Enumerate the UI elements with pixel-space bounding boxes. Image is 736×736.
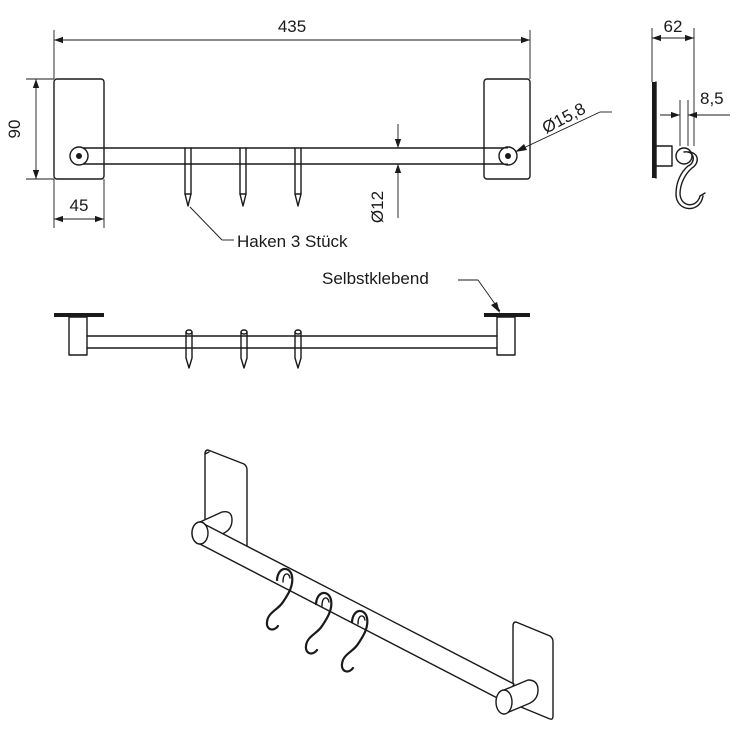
iso-hook-2 — [304, 591, 333, 655]
dim-offset-label: 8,5 — [700, 89, 724, 108]
iso-hook-3 — [340, 609, 369, 673]
side-hook — [675, 151, 704, 210]
right-mounting-plate — [483, 78, 531, 180]
top-view: Selbstklebend — [54, 269, 530, 369]
dim-height-label: 90 — [5, 120, 24, 139]
hooks-callout: Haken 3 Stück — [237, 232, 348, 251]
adhesive-callout: Selbstklebend — [322, 269, 429, 288]
hook-top-2 — [240, 329, 248, 369]
hook-top-1 — [185, 329, 193, 369]
hook-front-1 — [184, 147, 192, 207]
side-plate — [652, 82, 656, 178]
side-rod-section — [675, 147, 693, 165]
hook-front-3 — [294, 147, 302, 207]
hook-top-3 — [294, 329, 302, 369]
dim-length-label: 435 — [278, 17, 306, 36]
dim-depth-label: 62 — [664, 17, 683, 36]
hook-front-2 — [239, 147, 247, 207]
isometric-view — [191, 449, 554, 720]
dim-rod-diameter-label: Ø15,8 — [539, 99, 589, 138]
dim-plate-width-label: 45 — [70, 196, 89, 215]
side-view: 62 8,5 — [651, 17, 730, 210]
iso-hook-1 — [265, 567, 294, 631]
front-view: 435 90 45 Ø15,8 Ø12 Haken 3 Stück — [5, 17, 612, 251]
left-mounting-plate — [53, 78, 105, 180]
dim-hook-diameter-label: Ø12 — [368, 191, 387, 223]
